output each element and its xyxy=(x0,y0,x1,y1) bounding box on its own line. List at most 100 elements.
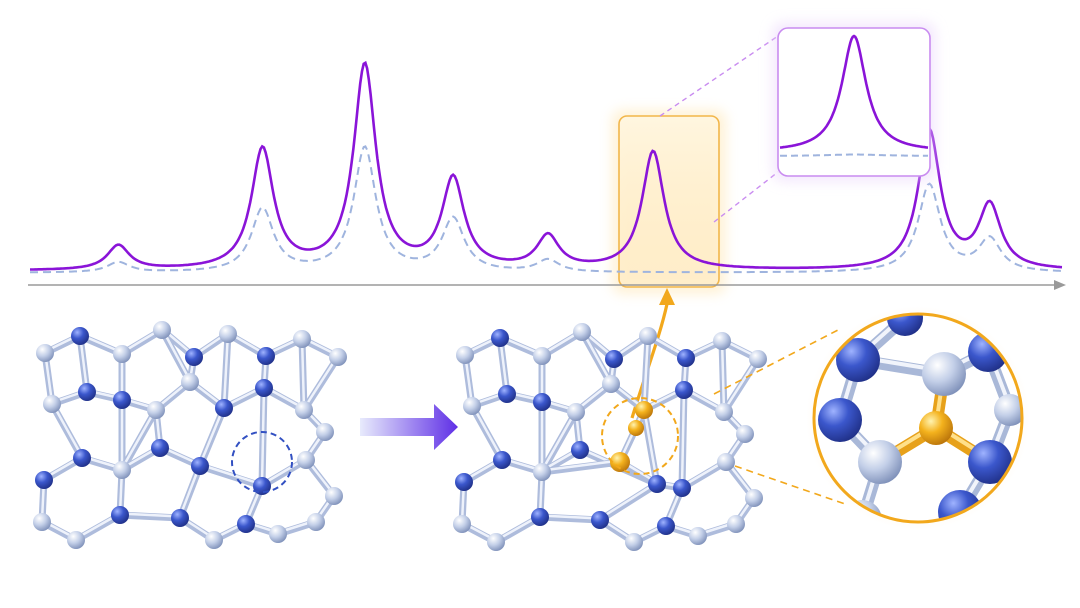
atom-light xyxy=(453,515,471,533)
atom-light xyxy=(269,525,287,543)
atom-light xyxy=(713,332,731,350)
atom-dark xyxy=(255,379,273,397)
atom-dark xyxy=(253,477,271,495)
zoom-dopant-atom-icon xyxy=(919,411,953,445)
atom-light xyxy=(325,487,343,505)
atom-light xyxy=(689,527,707,545)
atom-light xyxy=(715,403,733,421)
dopant-atom-icon xyxy=(635,401,653,419)
bond-highlight xyxy=(598,481,659,520)
atom-light xyxy=(293,330,311,348)
atom-light xyxy=(219,325,237,343)
inset-connector-bottom xyxy=(713,171,779,223)
bond-highlight xyxy=(540,459,622,472)
atom-dark xyxy=(73,449,91,467)
atom-light xyxy=(727,515,745,533)
atom-dark xyxy=(78,383,96,401)
bond-highlight xyxy=(50,401,84,458)
atom-light xyxy=(749,350,767,368)
bond xyxy=(536,513,604,524)
atom-light xyxy=(33,513,51,531)
atom-dark xyxy=(657,517,675,535)
atom-dark xyxy=(673,479,691,497)
atom-dark xyxy=(533,393,551,411)
atom-light xyxy=(36,344,54,362)
zoom-atom xyxy=(968,440,1012,484)
atom-light xyxy=(307,513,325,531)
atom-light xyxy=(639,327,657,345)
atom-dark xyxy=(171,509,189,527)
atom-dark xyxy=(648,475,666,493)
bond-highlight xyxy=(260,385,266,486)
atom-dark xyxy=(257,347,275,365)
bond-highlight xyxy=(198,463,264,486)
atom-dark xyxy=(111,506,129,524)
atom-light xyxy=(113,461,131,479)
atom-dark xyxy=(185,348,203,366)
zoom-atom xyxy=(858,440,902,484)
atom-light xyxy=(329,348,347,366)
atom-light xyxy=(533,463,551,481)
atom-light xyxy=(717,453,735,471)
atom-light xyxy=(43,395,61,413)
atom-light xyxy=(113,345,131,363)
atom-dark xyxy=(493,451,511,469)
atom-dark xyxy=(113,391,131,409)
bond-highlight xyxy=(302,354,340,410)
atom-dark xyxy=(677,349,695,367)
bond-highlight xyxy=(538,514,602,520)
highlight-box xyxy=(618,115,720,288)
atom-light xyxy=(736,425,754,443)
magnify-circle-icon xyxy=(806,306,1030,530)
transition-arrow-icon xyxy=(360,404,458,450)
zoom-atom xyxy=(887,315,923,336)
bond-highlight xyxy=(720,338,726,412)
atom-light xyxy=(205,531,223,549)
bond-highlight xyxy=(470,403,504,460)
atom-light xyxy=(463,397,481,415)
dopant-region-circle xyxy=(601,397,679,475)
dopant-atom-icon xyxy=(610,452,630,472)
x-axis-arrowhead-icon xyxy=(1054,280,1066,290)
bond-highlight xyxy=(642,333,650,410)
inset-connector-top xyxy=(659,35,779,117)
pristine-lattice-with-vacancy xyxy=(33,321,347,549)
zoom-atom xyxy=(922,352,966,396)
atom-dark xyxy=(498,385,516,403)
bond-highlight xyxy=(680,387,686,488)
atom-light xyxy=(316,423,334,441)
atom-dark xyxy=(591,511,609,529)
atom-light xyxy=(153,321,171,339)
atom-light xyxy=(567,403,585,421)
atom-light xyxy=(745,489,763,507)
spectrum-plot xyxy=(28,22,1066,294)
bond xyxy=(596,480,661,524)
atom-light xyxy=(147,401,165,419)
atom-light xyxy=(573,323,591,341)
atom-light xyxy=(181,373,199,391)
zoom-atom xyxy=(994,394,1021,426)
bond-highlight xyxy=(722,356,760,412)
atom-dark xyxy=(191,457,209,475)
bond-highlight xyxy=(118,512,182,518)
doped-lattice xyxy=(453,323,767,551)
spectrum-inset xyxy=(772,22,936,182)
atom-dark xyxy=(215,399,233,417)
atom-light xyxy=(295,401,313,419)
atom-light xyxy=(456,346,474,364)
atom-dark xyxy=(571,441,589,459)
atom-dark xyxy=(71,327,89,345)
zoom-atom xyxy=(818,398,862,442)
inset-dashed-series xyxy=(779,153,929,157)
atom-dark xyxy=(455,473,473,491)
bond-highlight xyxy=(222,331,230,408)
atom-light xyxy=(533,347,551,365)
spectrum-dashed-series xyxy=(30,145,1062,274)
atom-dark xyxy=(531,508,549,526)
atom-light xyxy=(602,375,620,393)
bond xyxy=(196,462,266,490)
atom-light xyxy=(67,531,85,549)
atom-dark xyxy=(237,515,255,533)
dopant-atom-icon xyxy=(628,420,644,436)
